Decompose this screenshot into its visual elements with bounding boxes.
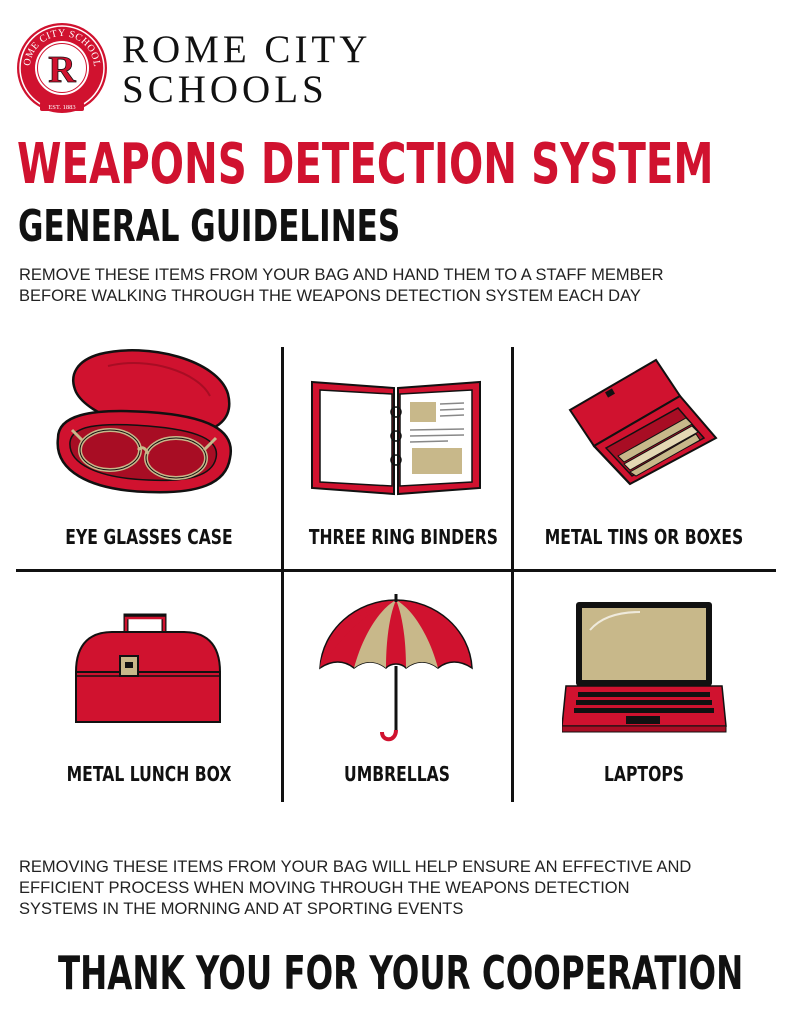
laptop-icon xyxy=(562,602,727,733)
intro-text-line2: BEFORE WALKING THROUGH THE WEAPONS DETEC… xyxy=(19,287,641,305)
closing-note-line3: SYSTEMS IN THE MORNING AND AT SPORTING E… xyxy=(19,900,464,918)
grid-divider-vertical-left xyxy=(281,347,284,802)
umbrella-icon xyxy=(319,594,473,742)
logo-est-text: EST. 1883 xyxy=(48,104,75,111)
logo-monogram: R xyxy=(48,49,76,91)
lunch-box-icon xyxy=(74,613,222,723)
item-label-umbrellas: UMBRELLAS xyxy=(344,762,450,786)
closing-note-line1: REMOVING THESE ITEMS FROM YOUR BAG WILL … xyxy=(19,858,692,876)
item-label-three-ring-binders: THREE RING BINDERS xyxy=(308,525,499,549)
binder-icon xyxy=(311,380,481,496)
item-label-metal-tins-or-boxes: METAL TINS OR BOXES xyxy=(544,525,744,549)
thank-you-banner: THANK YOU FOR YOUR COOPERATION xyxy=(58,946,744,1000)
brand-name-line2: SCHOOLS xyxy=(122,68,328,111)
page-title: WEAPONS DETECTION SYSTEM xyxy=(17,132,714,197)
closing-note-line2: EFFICIENT PROCESS WHEN MOVING THROUGH TH… xyxy=(19,879,630,897)
rome-city-schools-logo: ROME CITY SCHOOLS R EST. 1883 xyxy=(16,22,107,113)
item-label-metal-lunch-box: METAL LUNCH BOX xyxy=(66,762,232,786)
glasses-case-icon xyxy=(56,349,233,494)
intro-text-line1: REMOVE THESE ITEMS FROM YOUR BAG AND HAN… xyxy=(19,266,664,284)
page-subtitle: GENERAL GUIDELINES xyxy=(18,201,401,252)
grid-divider-vertical-right xyxy=(511,347,514,802)
item-label-eye-glasses-case: EYE GLASSES CASE xyxy=(65,525,233,549)
grid-divider-horizontal xyxy=(16,569,776,572)
brand-name-line1: ROME CITY xyxy=(122,28,372,71)
pencil-tin-icon xyxy=(568,358,718,486)
item-label-laptops: LAPTOPS xyxy=(603,762,685,786)
